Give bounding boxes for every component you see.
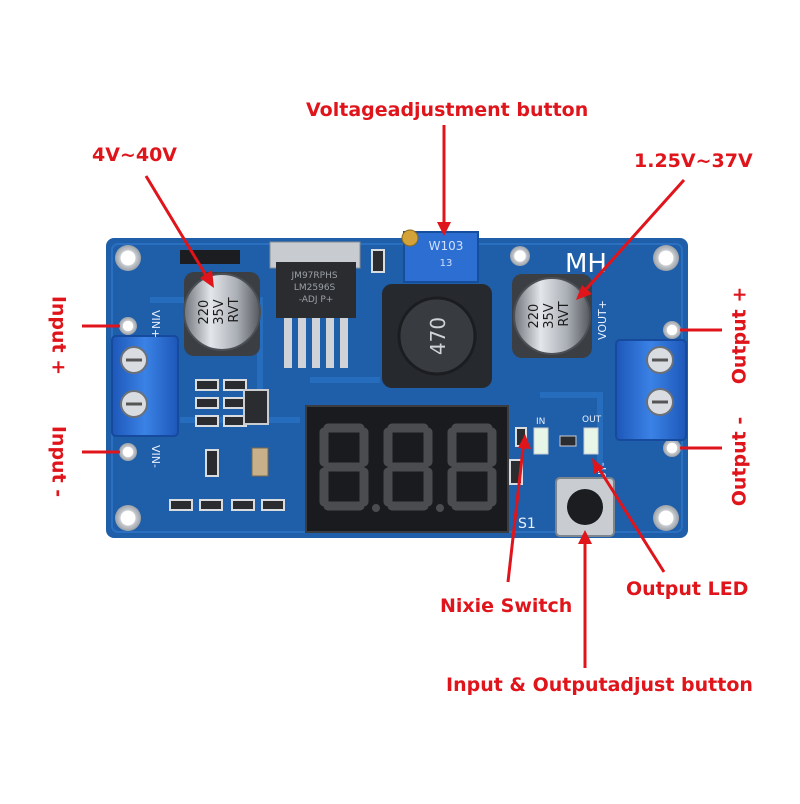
label-io-adjust: Input & Outputadjust button <box>446 674 753 696</box>
arrow-output-range <box>576 285 592 300</box>
label-output-minus: Output - <box>728 416 751 507</box>
inductor-marking: 470 <box>426 317 450 355</box>
line-output-range <box>578 178 686 298</box>
pad-vin-plus <box>119 317 137 335</box>
pad-vout-plus <box>663 321 681 339</box>
ic-marking: JM97RPHS LM2596S -ADJ P+ <box>291 271 341 305</box>
tactile-switch: S1 <box>518 477 615 537</box>
led-in <box>533 427 549 455</box>
regulator-ic: JM97RPHS LM2596S -ADJ P+ <box>269 241 361 368</box>
mount-hole-br <box>653 505 679 531</box>
led-in-label: IN <box>536 417 545 427</box>
label-output-range: 1.25V~37V <box>634 150 753 172</box>
status-leds: IN OUT <box>533 415 602 455</box>
label-input-minus: Input - <box>47 425 70 498</box>
arrow-output-led <box>592 458 604 474</box>
pad-top <box>510 246 530 266</box>
mount-hole-tl <box>115 245 141 271</box>
arrow-nixie-switch <box>518 434 531 449</box>
mount-hole-tr <box>653 245 679 271</box>
pin-label-vin-plus: VIN+ <box>149 310 162 338</box>
mounting-holes <box>115 245 681 531</box>
inductor-core <box>397 296 477 376</box>
arrow-io-adjust <box>578 530 592 544</box>
smd-diode <box>180 250 240 264</box>
label-nixie-switch: Nixie Switch <box>440 595 573 617</box>
display-dot-1 <box>372 504 380 512</box>
potentiometer-screw <box>401 229 419 247</box>
smd-capacitor <box>251 447 269 477</box>
inductor: 470 <box>382 284 492 388</box>
potentiometer: W103 13 <box>401 229 479 283</box>
line-nixie-switch <box>506 439 526 583</box>
capacitor-left-text: 220 35V RVT <box>197 295 242 325</box>
label-input-range: 4V~40V <box>92 144 177 166</box>
seven-segment-display <box>305 405 509 533</box>
pad-vin-minus <box>119 443 137 461</box>
capacitor-right: 220 35V RVT <box>512 274 592 358</box>
capacitor-right-top <box>513 277 591 355</box>
line-input-range <box>144 175 212 283</box>
mount-hole-bl <box>115 505 141 531</box>
switch-button <box>567 489 603 525</box>
capacitor-right-text: 220 35V RVT <box>527 299 572 329</box>
label-voltage-adjust: Voltageadjustment button <box>306 99 589 121</box>
ic-pins <box>284 318 348 368</box>
ic-body <box>276 262 356 318</box>
pin-label-vin-minus: VIN- <box>149 445 162 468</box>
display-digits <box>319 423 497 511</box>
led-resistor <box>559 435 577 447</box>
smd-components <box>169 249 527 511</box>
callout-lines <box>82 125 722 668</box>
label-output-plus: Output + <box>728 286 751 385</box>
input-terminal-body <box>111 335 179 437</box>
led-out-label: OUT <box>582 415 602 425</box>
smd-transistor <box>243 389 269 425</box>
capacitor-left: 220 35V RVT <box>183 272 261 356</box>
arrow-input-range <box>200 270 214 288</box>
pad-vout-minus <box>663 439 681 457</box>
label-input-plus: Input + <box>47 295 70 376</box>
arrow-voltage-adjust <box>437 222 451 236</box>
output-terminal <box>615 339 687 441</box>
potentiometer-code: W103 <box>429 239 464 253</box>
input-terminal <box>111 335 179 437</box>
label-output-led: Output LED <box>626 578 749 600</box>
line-output-led <box>594 463 666 573</box>
led-out <box>583 427 599 455</box>
display-dot-2 <box>436 504 444 512</box>
switch-ref: S1 <box>518 516 536 532</box>
capacitor-left-top <box>183 273 261 351</box>
pin-label-vout-plus: VOUT+ <box>596 300 609 340</box>
potentiometer-sub: 13 <box>440 258 453 269</box>
